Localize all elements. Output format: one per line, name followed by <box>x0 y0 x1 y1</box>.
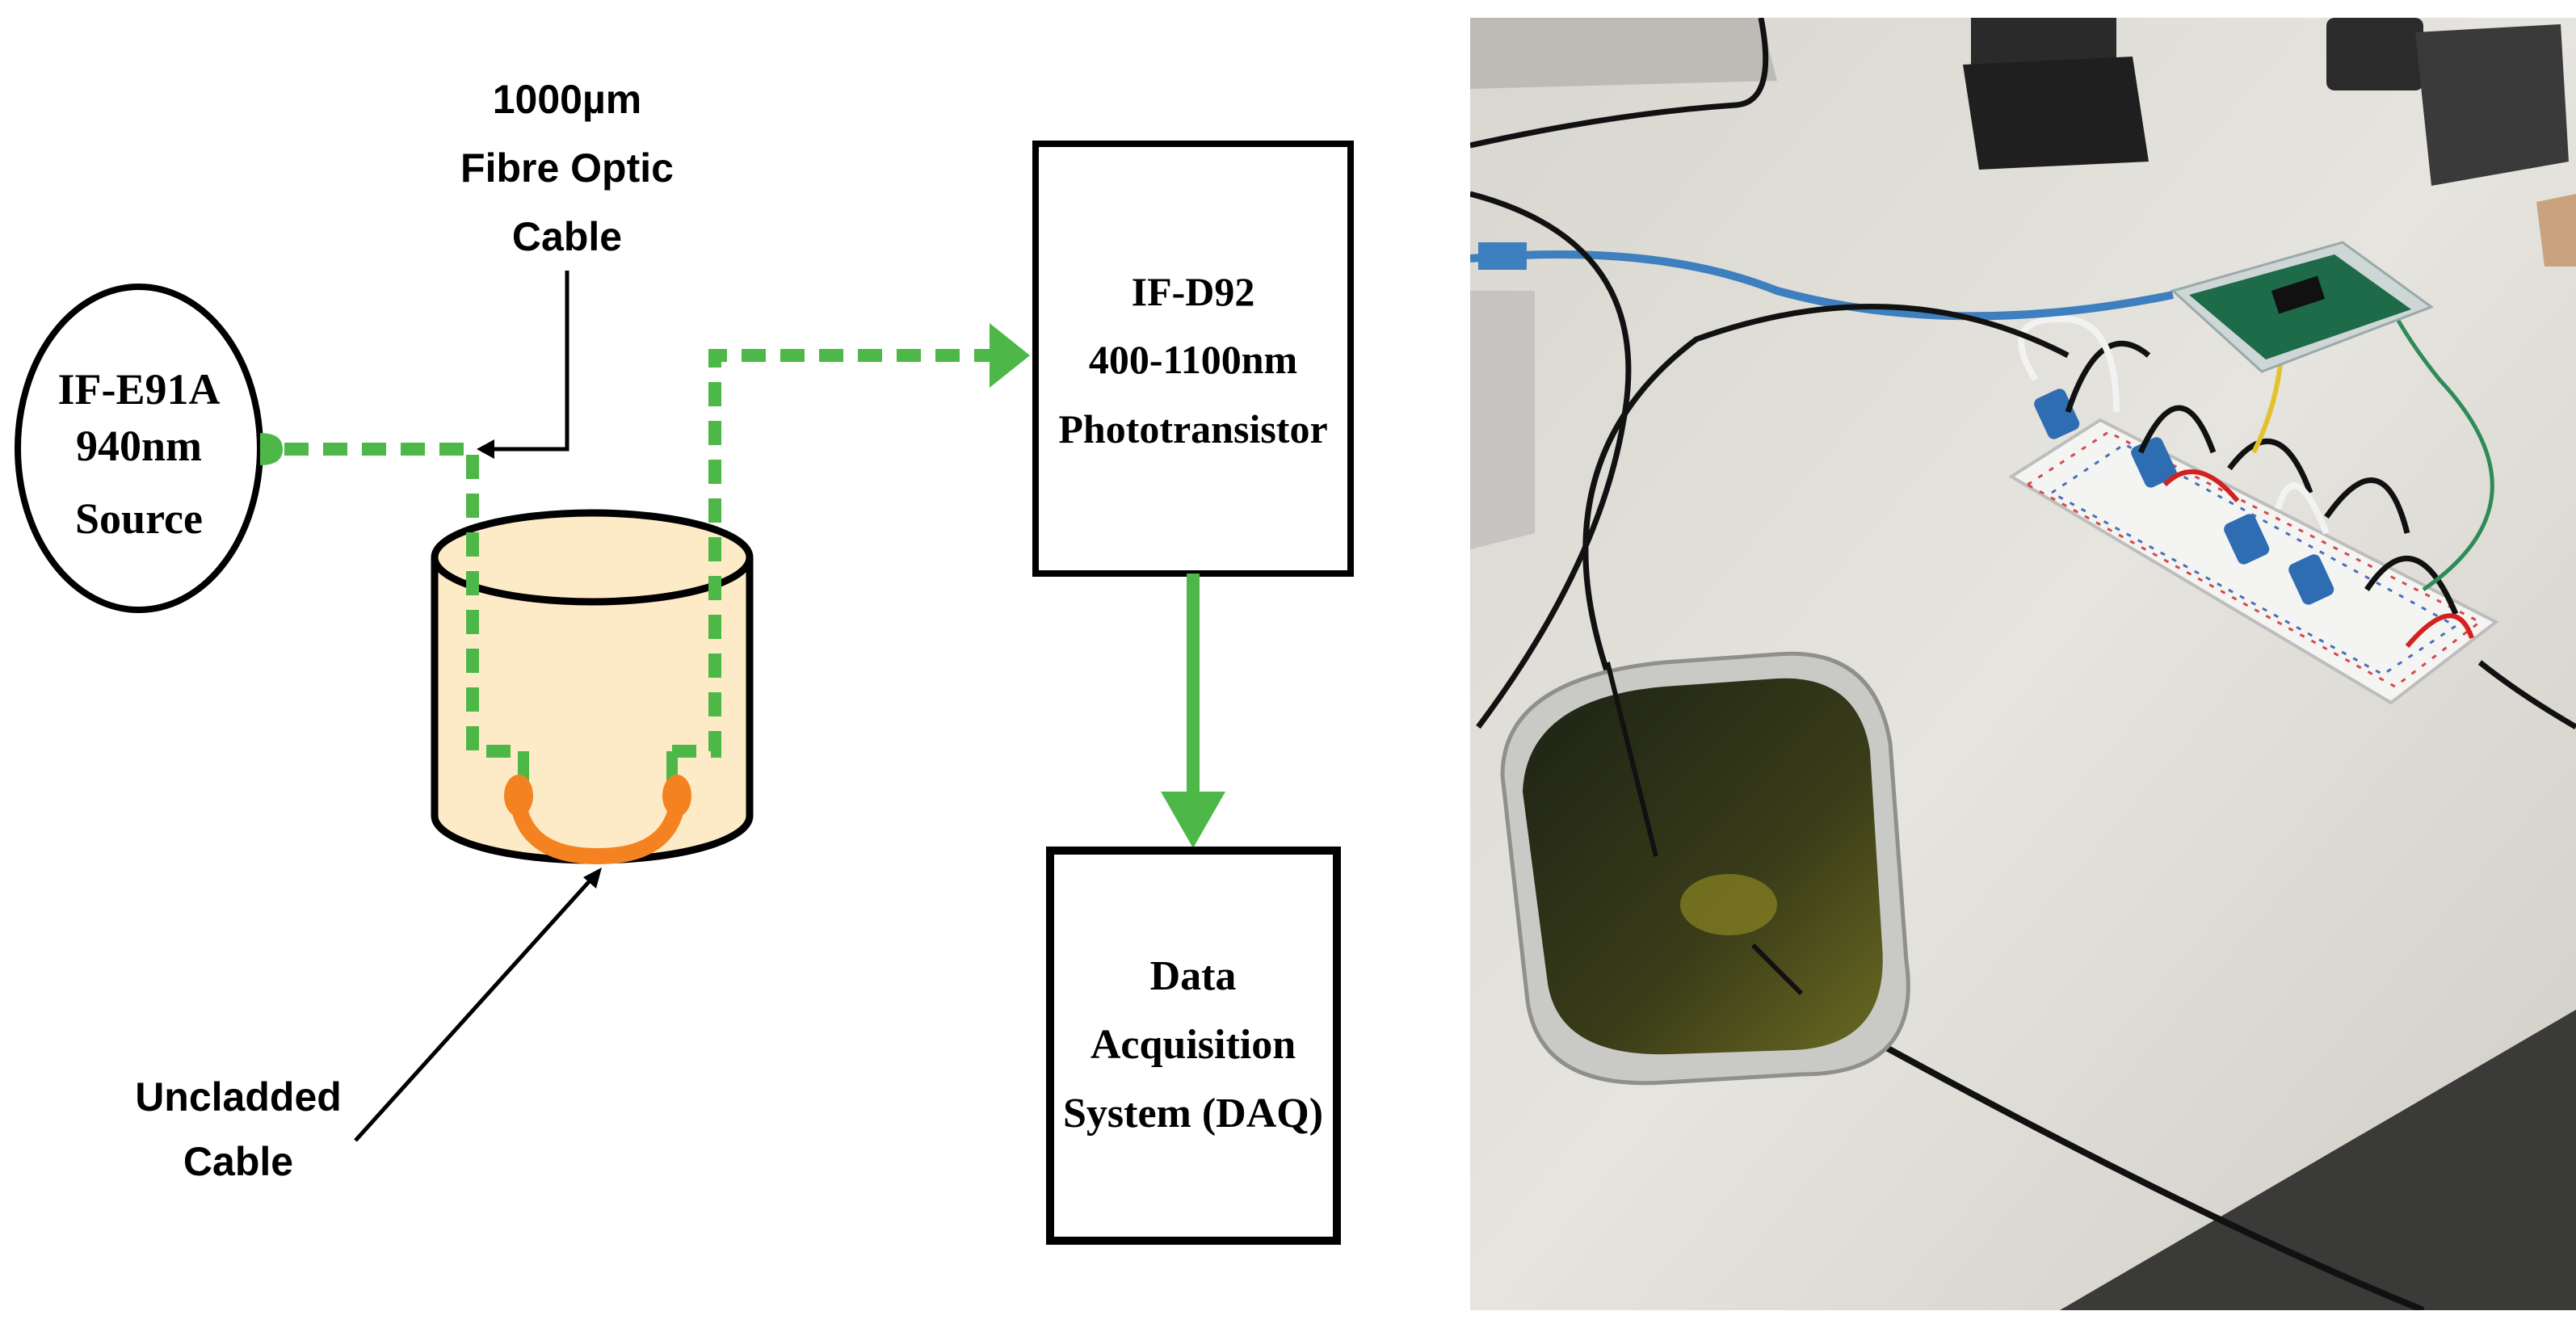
source-label-3: Source <box>75 494 203 543</box>
fibre-label-3: Cable <box>512 214 622 259</box>
daq-label-3: System (DAQ) <box>1063 1090 1323 1137</box>
signal-arrowhead <box>1161 792 1225 848</box>
source-connector <box>260 433 283 465</box>
setup-photo <box>1470 18 2576 1310</box>
source-label-1: IF-E91A <box>58 365 221 414</box>
fibre-label-2: Fibre Optic <box>460 145 674 191</box>
fibre-path-in <box>284 443 517 758</box>
uncladded-label-2: Cable <box>183 1139 293 1184</box>
fibre-pointer-arrow <box>477 439 494 459</box>
microcontroller-icon <box>2170 241 2435 373</box>
fibre-pointer-line <box>489 271 569 452</box>
uncladded-pointer-arrow <box>583 868 602 889</box>
fibre-arrowhead <box>990 323 1030 388</box>
daq-label-2: Acquisition <box>1090 1022 1296 1068</box>
liquid-container <box>431 509 754 864</box>
schematic-diagram: IF-E91A 940nm Source 1000µm Fibre Optic … <box>15 77 1354 1245</box>
source-label-2: 940nm <box>76 422 202 470</box>
monitor-stand-icon <box>1963 18 2149 170</box>
uncladded-pointer-line <box>354 875 595 1142</box>
fibre-label-1: 1000µm <box>493 77 642 122</box>
daq-label-1: Data <box>1150 953 1237 999</box>
breadboard-icon <box>2008 274 2499 705</box>
uncladded-label-1: Uncladded <box>135 1074 342 1120</box>
fibre-path-out <box>672 349 994 758</box>
detector-label-1: IF-D92 <box>1132 269 1255 314</box>
detector-label-3: Phototransistor <box>1058 406 1327 452</box>
liquid-container-icon <box>1500 651 1910 1086</box>
daq-box <box>1046 847 1341 1245</box>
detector-label-2: 400-1100nm <box>1089 337 1297 382</box>
detector-box <box>1032 141 1354 577</box>
uncladded-fibre <box>504 751 691 865</box>
